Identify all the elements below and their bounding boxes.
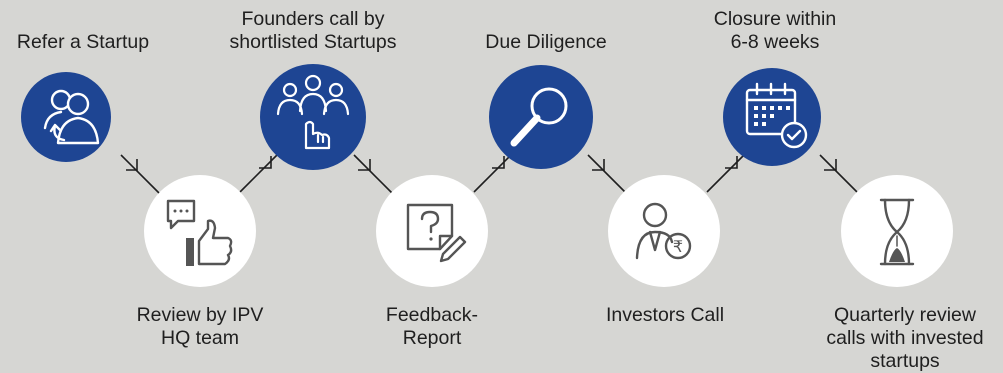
arrow-head-3-4 bbox=[358, 159, 371, 171]
connector-1-2 bbox=[120, 154, 161, 195]
step-7-label: Closure within 6-8 weeks bbox=[713, 8, 837, 53]
group-pointer-icon bbox=[276, 74, 350, 150]
arrow-head-5-6 bbox=[592, 159, 605, 171]
step-3-label: Founders call by shortlisted Startups bbox=[229, 8, 397, 53]
connector-4-5 bbox=[473, 151, 515, 193]
step-5-label: Due Diligence bbox=[485, 31, 607, 53]
refer-user-icon bbox=[43, 89, 100, 145]
step-2-label: Review by IPV HQ team bbox=[136, 304, 264, 349]
hourglass-icon bbox=[879, 198, 915, 266]
step-8-circle bbox=[841, 175, 953, 287]
step-4-circle bbox=[376, 175, 488, 287]
arrow-head-2-3 bbox=[259, 156, 272, 169]
step-8-label: Quarterly review calls with invested sta… bbox=[826, 304, 984, 372]
connector-6-7 bbox=[706, 151, 748, 193]
connector-7-8 bbox=[819, 154, 860, 195]
arrow-head-6-7 bbox=[725, 156, 738, 169]
step-1-label: Refer a Startup bbox=[16, 31, 150, 53]
arrow-head-1-2 bbox=[126, 159, 138, 171]
calendar-check-icon bbox=[745, 82, 808, 149]
arrow-head-7-8 bbox=[824, 159, 837, 171]
connector-3-4 bbox=[353, 154, 394, 195]
connector-5-6 bbox=[587, 154, 628, 195]
magnifier-icon bbox=[510, 87, 568, 147]
investor-rupee-icon: ₹ bbox=[635, 202, 692, 260]
question-note-icon bbox=[406, 203, 467, 263]
step-2-circle bbox=[144, 175, 256, 287]
step-1-circle bbox=[21, 72, 111, 162]
step-6-label: Investors Call bbox=[605, 304, 725, 326]
step-6-circle: ₹ bbox=[608, 175, 720, 287]
step-4-label: Feedback- Report bbox=[385, 304, 479, 349]
step-7-circle bbox=[723, 68, 821, 166]
step-3-circle bbox=[260, 64, 366, 170]
step-5-circle bbox=[489, 65, 593, 169]
svg-text:₹: ₹ bbox=[673, 237, 683, 256]
arrow-head-4-5 bbox=[492, 156, 505, 169]
connector-2-3 bbox=[239, 151, 281, 193]
chat-thumbs-up-icon bbox=[166, 199, 233, 266]
